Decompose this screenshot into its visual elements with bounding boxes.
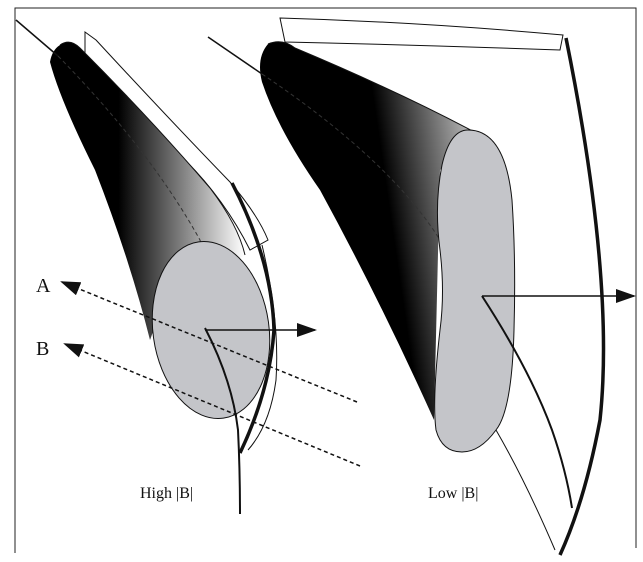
high-field-flux-tube [15, 19, 317, 515]
right-tube-body [260, 41, 480, 420]
right-tube-sheath [279, 17, 564, 51]
right-sheath-edge [495, 429, 556, 551]
left-field-line-entry [15, 19, 59, 57]
label-high-field: High |B| [140, 485, 193, 502]
label-a: A [36, 275, 51, 297]
path-b-arrow [63, 343, 361, 467]
right-field-line-exit [481, 295, 573, 509]
right-tube-top-edge [267, 41, 481, 136]
right-cross-section [434, 129, 516, 453]
label-b: B [36, 338, 49, 360]
left-tube-top-edge [59, 41, 246, 256]
right-outer-arc [558, 37, 606, 556]
low-field-flux-tube [207, 17, 636, 556]
label-low-field: Low |B| [428, 485, 478, 502]
frame-top-edge [14, 7, 637, 553]
left-field-line-exit [204, 327, 241, 515]
left-sheath-edge [247, 244, 278, 451]
right-field-line-entry [207, 36, 263, 75]
